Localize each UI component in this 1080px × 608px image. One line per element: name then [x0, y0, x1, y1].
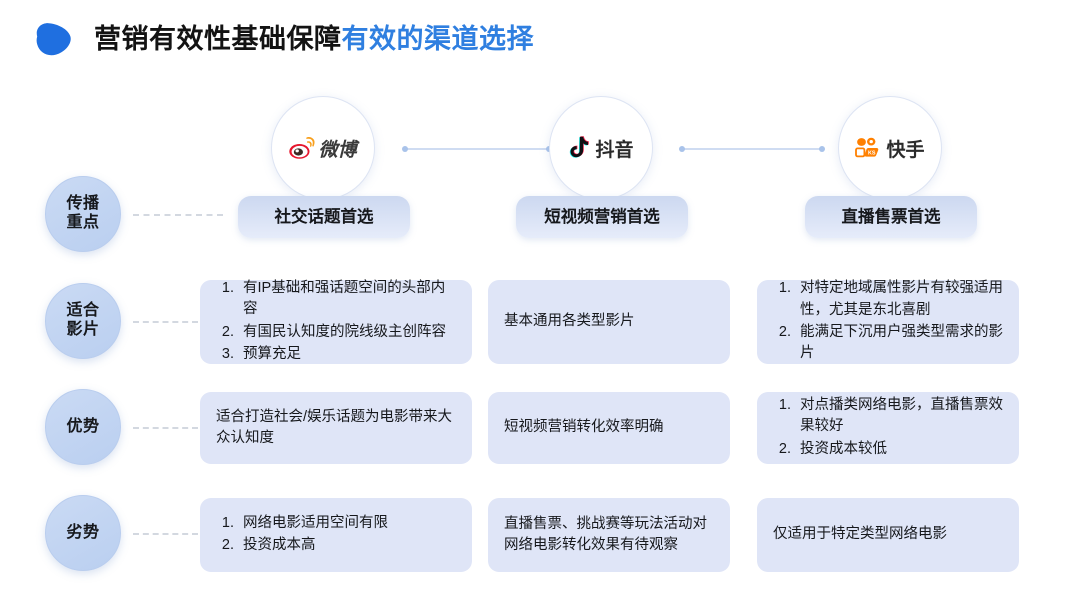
- list-item: 有IP基础和强话题空间的头部内容: [238, 278, 456, 321]
- row-label-line2: 影片: [66, 321, 100, 338]
- page-title-accent: 有效的渠道选择: [341, 23, 534, 54]
- platform-circle-douyin[interactable]: 抖音: [549, 96, 653, 200]
- platform-circle-kuaishou[interactable]: KS 快手: [838, 96, 942, 200]
- list-item: 能满足下沉用户强类型需求的影片: [795, 322, 1003, 365]
- cell-advantages-weibo[interactable]: 适合打造社会/娱乐话题为电影带来大众认知度: [200, 392, 472, 464]
- page-header: 营销有效性基础保障有效的渠道选择: [0, 0, 1080, 78]
- cell-text: 社交话题首选: [274, 207, 374, 226]
- cell-advantages-kuaishou[interactable]: 对点播类网络电影，直播售票效果较好 投资成本较低: [757, 392, 1019, 464]
- cell-advantages-douyin[interactable]: 短视频营销转化效率明确: [488, 392, 730, 464]
- page-title: 营销有效性基础保障有效的渠道选择: [94, 23, 534, 54]
- dashed-connector-row-4: [133, 533, 198, 535]
- connector-weibo-douyin: [402, 146, 552, 152]
- row-label-line1: 传播: [66, 195, 100, 213]
- cell-list: 有IP基础和强话题空间的头部内容 有国民认知度的院线级主创阵容 预算充足: [216, 278, 456, 367]
- row-label-spread-focus: 传播 重点: [45, 176, 121, 252]
- cell-text: 适合打造社会/娱乐话题为电影带来大众认知度: [216, 408, 453, 446]
- cell-suitable-films-kuaishou[interactable]: 对特定地域属性影片有较强适用性，尤其是东北喜剧 能满足下沉用户强类型需求的影片: [757, 280, 1019, 364]
- list-item: 有国民认知度的院线级主创阵容: [238, 322, 456, 343]
- cell-text: 直播售票、挑战赛等玩法活动对网络电影转化效果有待观察: [504, 515, 707, 553]
- cell-spread-focus-weibo[interactable]: 社交话题首选: [238, 196, 410, 238]
- page-title-primary: 营销有效性基础保障: [94, 23, 342, 54]
- weibo-logo-icon: [289, 137, 316, 159]
- cell-spread-focus-douyin[interactable]: 短视频营销首选: [516, 196, 688, 238]
- cell-list: 对特定地域属性影片有较强适用性，尤其是东北喜剧 能满足下沉用户强类型需求的影片: [773, 278, 1003, 366]
- list-item: 对点播类网络电影，直播售票效果较好: [795, 395, 1003, 438]
- row-label-line1: 劣势: [66, 523, 100, 541]
- cell-disadvantages-weibo[interactable]: 网络电影适用空间有限 投资成本高: [200, 498, 472, 572]
- kuaishou-camera-icon: KS: [855, 137, 879, 158]
- platform-name-douyin: 抖音: [595, 139, 634, 161]
- row-label-line1: 优势: [66, 417, 100, 435]
- cell-spread-focus-kuaishou[interactable]: 直播售票首选: [805, 196, 977, 238]
- cell-list: 对点播类网络电影，直播售票效果较好 投资成本较低: [773, 395, 1003, 461]
- row-label-line2: 重点: [66, 214, 100, 231]
- cell-disadvantages-douyin[interactable]: 直播售票、挑战赛等玩法活动对网络电影转化效果有待观察: [488, 498, 730, 572]
- list-item: 网络电影适用空间有限: [238, 513, 388, 534]
- cell-list: 网络电影适用空间有限 投资成本高: [216, 513, 388, 558]
- cell-disadvantages-kuaishou[interactable]: 仅适用于特定类型网络电影: [757, 498, 1019, 572]
- cell-suitable-films-douyin[interactable]: 基本通用各类型影片: [488, 280, 730, 364]
- cell-suitable-films-weibo[interactable]: 有IP基础和强话题空间的头部内容 有国民认知度的院线级主创阵容 预算充足: [200, 280, 472, 364]
- cell-text: 短视频营销转化效率明确: [504, 419, 664, 436]
- row-label-line1: 适合: [66, 302, 100, 320]
- blue-blob-bullet-icon: [36, 23, 71, 56]
- row-label-disadvantages: 劣势: [45, 495, 121, 571]
- douyin-note-icon: [570, 136, 590, 158]
- platform-circle-row: 微博 抖音 KS 快手: [0, 96, 1080, 206]
- list-item: 对特定地域属性影片有较强适用性，尤其是东北喜剧: [795, 278, 1003, 321]
- svg-text:KS: KS: [868, 150, 876, 156]
- dashed-connector-row-3: [133, 427, 198, 429]
- row-label-advantages: 优势: [45, 389, 121, 465]
- cell-text: 基本通用各类型影片: [504, 313, 635, 330]
- list-item: 投资成本较低: [795, 439, 1003, 460]
- platform-name-weibo: 微博: [318, 139, 357, 161]
- list-item: 投资成本高: [238, 535, 388, 556]
- connector-douyin-kuaishou: [679, 146, 825, 152]
- cell-text: 短视频营销首选: [544, 207, 660, 226]
- dashed-connector-row-1: [133, 214, 223, 216]
- cell-text: 仅适用于特定类型网络电影: [773, 526, 947, 543]
- cell-text: 直播售票首选: [841, 207, 941, 226]
- row-label-suitable-films: 适合 影片: [45, 283, 121, 359]
- dashed-connector-row-2: [133, 321, 198, 323]
- platform-circle-weibo[interactable]: 微博: [271, 96, 375, 200]
- list-item: 预算充足: [238, 344, 456, 365]
- platform-name-kuaishou: 快手: [886, 139, 925, 161]
